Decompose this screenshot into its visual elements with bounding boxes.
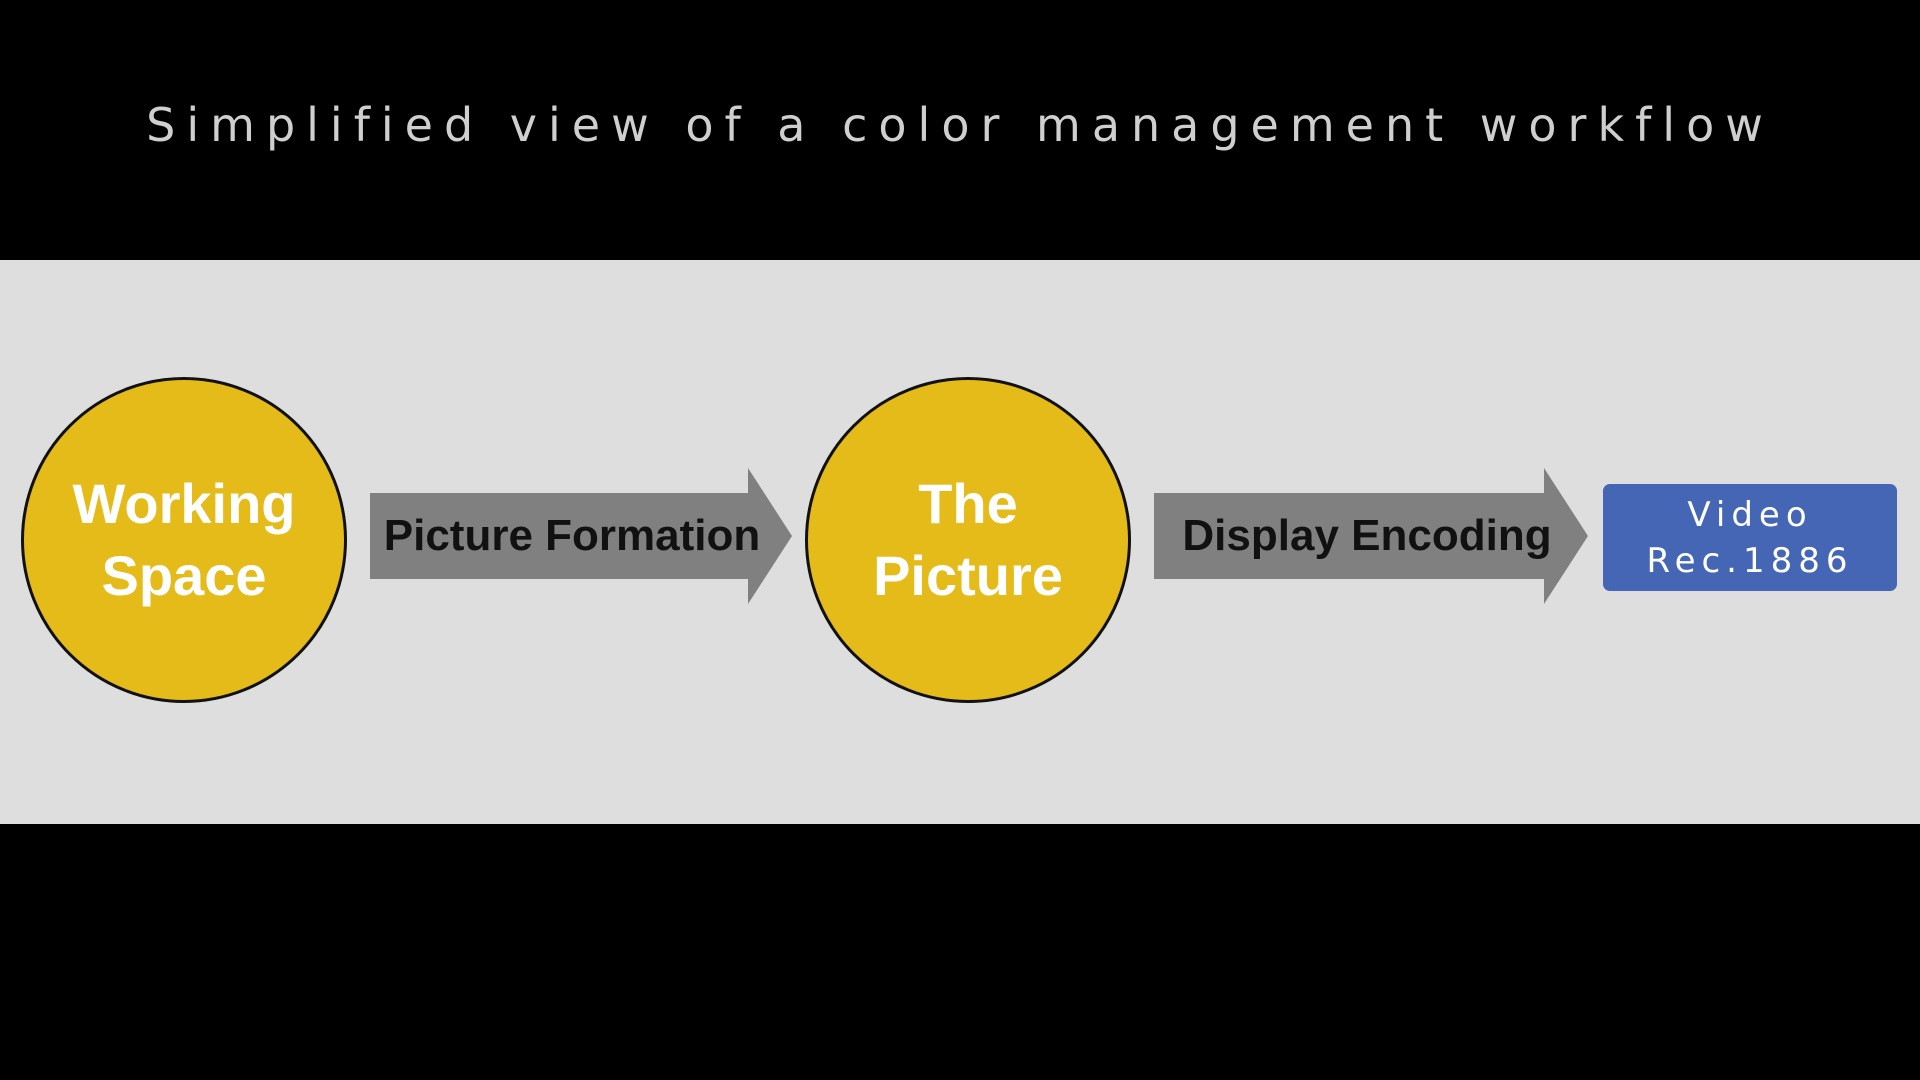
the-picture-line2: Picture (873, 544, 1063, 607)
display-encoding-label: Display Encoding (1182, 511, 1552, 560)
the-picture-line1: The (918, 472, 1018, 535)
working-space-line1: Working (72, 472, 296, 535)
the-picture-node: The Picture (805, 377, 1131, 703)
working-space-line2: Space (101, 544, 267, 607)
display-encoding-arrow: Display Encoding (1154, 468, 1588, 604)
picture-formation-label: Picture Formation (383, 511, 761, 560)
output-line2: Rec.1886 (1646, 540, 1854, 581)
diagram-title: Simplified view of a color management wo… (146, 98, 1774, 152)
output-video-node: Video Rec.1886 (1603, 484, 1897, 591)
arrow-right-icon (370, 468, 792, 604)
arrow-right-icon (1154, 468, 1588, 604)
picture-formation-arrow: Picture Formation (370, 468, 792, 604)
working-space-node: Working Space (21, 377, 347, 703)
output-line1: Video (1687, 494, 1813, 535)
